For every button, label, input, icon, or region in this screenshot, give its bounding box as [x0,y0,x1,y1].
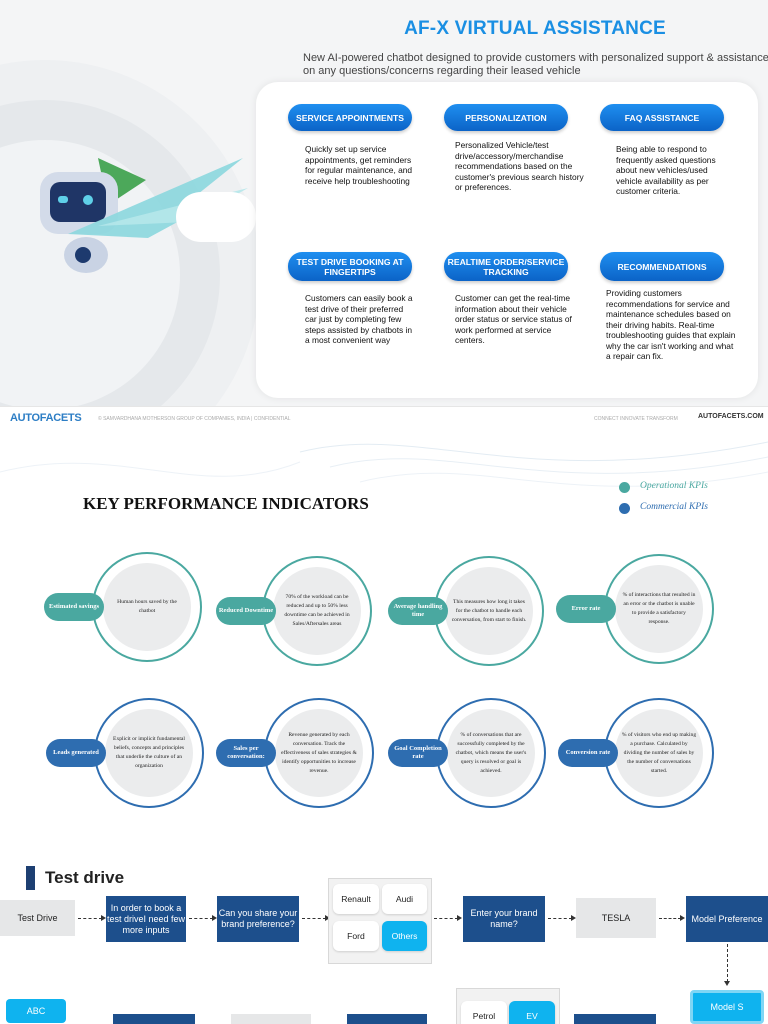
footer-tagline: CONNECT INNOVATE TRANSFORM [594,416,678,422]
flow-row2-box [574,1014,656,1024]
feature-pill-service-appointments: SERVICE APPOINTMENTS [288,104,412,131]
fuel-option-ev[interactable]: EV [509,1001,555,1024]
brand-option-others[interactable]: Others [382,921,427,951]
feature-text-realtime-tracking: Customer can get the real-time informati… [455,293,572,345]
feature-text-test-drive-booking: Customers can easily book a test drive o… [305,293,413,345]
kpi-description: % of interactions that resulted in an er… [615,565,703,653]
page-title: AF-X VIRTUAL ASSISTANCE [404,18,666,39]
flow-brand-answer[interactable]: TESLA [576,898,656,938]
feature-pill-realtime-tracking: REALTIME ORDER/SERVICE TRACKING [444,252,568,281]
title-accent-bar [26,866,35,890]
slide-test-drive: Test drive Test Drive In order to book a… [0,834,768,1024]
robot-illustration [40,158,256,273]
flow-brand-question: Can you share your brand preference? [217,896,299,942]
kpi-label-average-handling-time: Average handling time [388,597,448,625]
flow-row2-box [113,1014,195,1024]
test-drive-title: Test drive [45,868,125,887]
flow-arrow [434,915,462,921]
flow-abc[interactable]: ABC [6,999,66,1023]
kpi-label-sales-per-conversation: Sales per conversation: [216,739,276,767]
brand-options-panel: Renault Audi Ford Others [328,878,432,964]
flow-info-message: In order to book a test driveI need few … [106,896,186,942]
features-card: SERVICE APPOINTMENTS Quickly set up serv… [256,82,758,398]
flow-row2-box [231,1014,311,1024]
footer-confidential: © SAMVARDHANA MOTHERSON GROUP OF COMPANI… [98,416,291,422]
flow-arrow [189,915,217,921]
kpi-description: Explicit or implicit fundamental beliefs… [105,709,193,797]
flow-start-test-drive[interactable]: Test Drive [0,900,75,936]
slide-kpis: KEY PERFORMANCE INDICATORS Operational K… [0,432,768,832]
brand-option-renault[interactable]: Renault [333,884,379,914]
feature-pill-recommendations: RECOMMENDATIONS [600,252,724,281]
kpi-description: % of conversations that are successfully… [447,709,535,797]
legend-operational-dot [619,482,630,493]
feature-pill-faq-assistance: FAQ ASSISTANCE [600,104,724,131]
flow-arrow [548,915,576,921]
feature-pill-personalization: PERSONALIZATION [444,104,568,131]
fuel-option-petrol[interactable]: Petrol [461,1001,507,1024]
kpi-label-goal-completion-rate: Goal Completion rate [388,739,448,767]
footer-url[interactable]: AUTOFACETS.COM [698,413,764,420]
legend-commercial-label: Commercial KPIs [640,502,708,512]
flow-arrow [78,915,106,921]
feature-text-personalization: Personalized Vehicle/test drive/accessor… [455,140,584,192]
kpi-description: % of visitors who end up making a purcha… [615,709,703,797]
feature-text-service-appointments: Quickly set up service appointments, get… [305,144,413,186]
feature-text-faq-assistance: Being able to respond to frequently aske… [616,144,716,196]
kpi-title: KEY PERFORMANCE INDICATORS [83,494,369,513]
legend-commercial-dot [619,503,630,514]
kpi-description: Human hours saved by the chatbot [103,563,191,651]
brand-option-audi[interactable]: Audi [382,884,427,914]
brand-option-ford[interactable]: Ford [333,921,379,951]
flow-model-option[interactable]: Model S [690,990,764,1024]
kpi-label-conversion-rate: Conversion rate [558,739,618,767]
kpi-label-error-rate: Error rate [556,595,616,623]
flow-row2-box [347,1014,427,1024]
slide1-footer: AUTOFACETS © SAMVARDHANA MOTHERSON GROUP… [0,406,768,430]
kpi-description: This measures how long it takes for the … [445,567,533,655]
flow-enter-brand: Enter your brand name? [463,896,545,942]
slide-virtual-assistance: AF-X VIRTUAL ASSISTANCE New AI-powered c… [0,0,768,430]
feature-pill-test-drive-booking: TEST DRIVE BOOKING AT FINGERTIPS [288,252,412,281]
feature-text-recommendations: Providing customers recommendations for … [606,288,736,361]
page-subtitle: New AI-powered chatbot designed to provi… [303,52,768,77]
fuel-options-panel: Petrol EV [456,988,560,1024]
flow-arrow-down [724,944,730,986]
kpi-description: Revenue generated by each conversation. … [275,709,363,797]
kpi-label-leads-generated: Leads generated [46,739,106,767]
flow-arrow [302,915,330,921]
bg-waves [0,441,768,487]
kpi-description: 70% of the workload can be reduced and u… [273,567,361,655]
flow-model-preference: Model Preference [686,896,768,942]
kpi-label-estimated-savings: Estimated savings [44,593,104,621]
flow-arrow [659,915,685,921]
kpi-label-reduced-downtime: Reduced Downtime [216,597,276,625]
footer-logo: AUTOFACETS [10,412,82,424]
legend-operational-label: Operational KPIs [640,481,708,491]
